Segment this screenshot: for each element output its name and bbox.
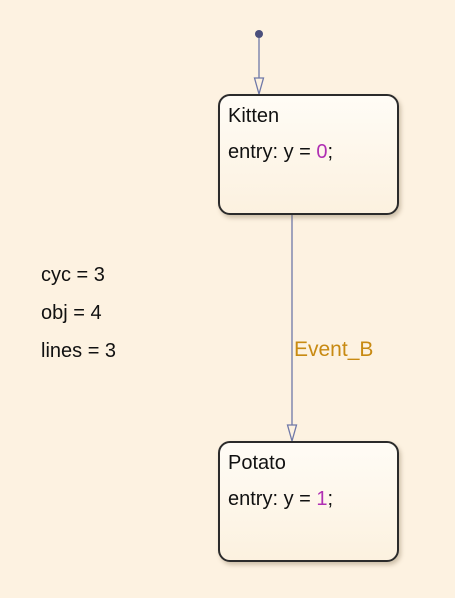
entry-action-value: 1 (316, 488, 328, 510)
transition-event-label[interactable]: Event_B (294, 338, 374, 361)
state-kitten[interactable]: Kitten entry: y = 0; (218, 94, 399, 215)
state-potato[interactable]: Potato entry: y = 1; (218, 441, 399, 562)
entry-action-value: 0 (316, 141, 328, 163)
entry-action-suffix: ; (327, 141, 334, 163)
entry-action-text: entry: y = (228, 141, 317, 163)
info-obj: obj = 4 (41, 302, 102, 324)
entry-action-suffix: ; (327, 488, 334, 510)
state-name: Potato (228, 452, 286, 474)
info-cyc: cyc = 3 (41, 264, 105, 286)
transition-arrowhead (286, 424, 298, 444)
state-entry-action: entry: y = 0; (228, 141, 333, 164)
default-transition-dot (255, 30, 263, 38)
state-entry-action: entry: y = 1; (228, 488, 333, 511)
default-transition-arrowhead (253, 77, 265, 97)
transition-kitten-to-potato[interactable] (286, 215, 298, 444)
info-lines: lines = 3 (41, 340, 117, 362)
state-name: Kitten (228, 105, 280, 127)
default-transition[interactable] (253, 30, 265, 97)
entry-action-text: entry: y = (228, 488, 317, 510)
